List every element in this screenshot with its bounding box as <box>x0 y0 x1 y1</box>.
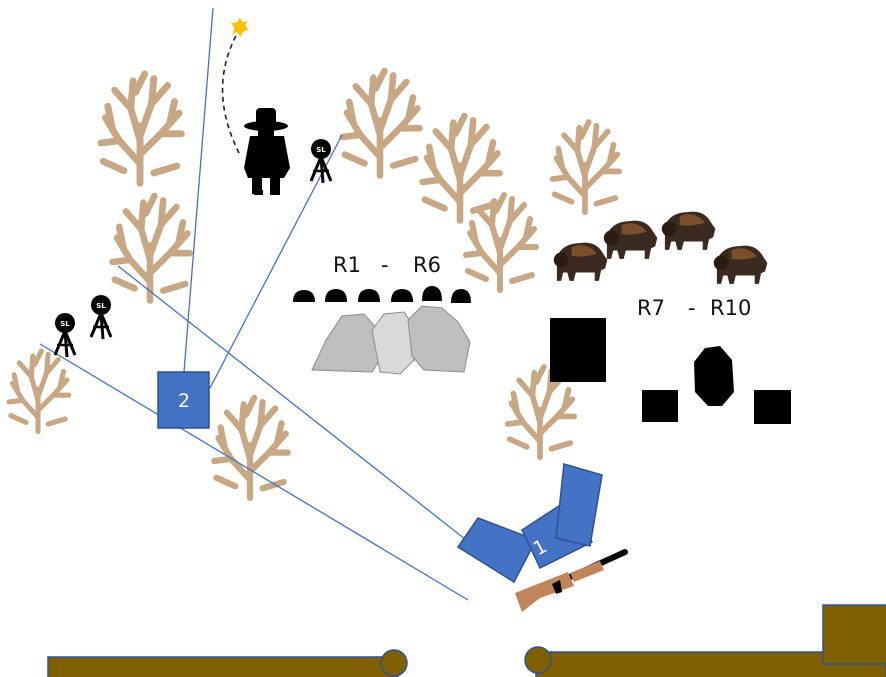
svg-text:SL: SL <box>96 302 106 310</box>
knockdown-target <box>325 289 347 302</box>
unloading-table-left <box>47 656 399 677</box>
shotgun-icon <box>515 549 628 612</box>
position-1-box-right <box>555 463 603 547</box>
knockdown-target <box>293 290 315 302</box>
bison-label-first: R7 <box>637 296 665 320</box>
knockdown-target <box>422 286 442 301</box>
sight-line <box>183 7 214 373</box>
bison-target-icon <box>553 242 608 281</box>
sagebrush-icon <box>466 195 536 290</box>
rock-barricade <box>311 305 471 375</box>
table-hinge <box>524 646 552 674</box>
rifle-label-last: R6 <box>413 253 441 277</box>
position-1-box-left <box>456 517 538 584</box>
sagebrush-icon <box>113 196 190 301</box>
rifle-silhouette-targets <box>550 318 791 424</box>
position-2-box <box>157 371 210 429</box>
steel-plate-target-icon: SL <box>89 293 113 341</box>
bison-targets-label: R7 - R10 <box>637 296 751 320</box>
sight-lines <box>39 7 471 601</box>
knockdown-target <box>451 289 471 303</box>
aerial-flyer-icon <box>231 17 249 37</box>
square-target <box>550 318 606 382</box>
sagebrush-icon <box>214 398 287 498</box>
steel-plate-target-icon: SL <box>309 137 333 185</box>
bison-target-icon <box>713 245 768 284</box>
flyer-trajectory <box>221 27 241 156</box>
position-2-number: 2 <box>178 390 190 412</box>
svg-text:SL: SL <box>60 320 70 328</box>
sagebrush-group <box>9 71 619 498</box>
svg-text:SL: SL <box>316 146 326 154</box>
sagebrush-icon <box>553 122 620 212</box>
steel-targets: SL SL SL <box>53 137 333 359</box>
rifle-label-dash: - <box>381 253 389 277</box>
sight-line <box>39 343 469 601</box>
bison-target-icon <box>661 211 716 250</box>
shooting-position-2: 2 <box>157 371 210 429</box>
knockdown-target <box>391 289 413 302</box>
rock <box>311 313 383 373</box>
sight-line <box>117 265 471 544</box>
sagebrush-icon <box>423 116 500 221</box>
coffin-target <box>694 346 734 406</box>
sagebrush-icon <box>343 71 420 176</box>
aerial-flyer <box>221 17 249 156</box>
square-target <box>754 390 791 424</box>
sagebrush-icon <box>101 74 181 183</box>
gun-cart <box>822 604 886 665</box>
bison-targets <box>553 211 768 284</box>
table-hinge <box>380 649 408 677</box>
sagebrush-icon <box>9 351 69 432</box>
rifle-knockdown-targets <box>293 286 471 303</box>
bison-label-last: R10 <box>710 296 751 320</box>
rifle-label-first: R1 <box>333 253 361 277</box>
sight-line <box>209 134 343 389</box>
rifle-targets-label: R1 - R6 <box>333 253 441 277</box>
knockdown-target <box>358 289 380 302</box>
bison-target-icon <box>603 220 658 259</box>
bison-label-dash: - <box>688 296 696 320</box>
square-target <box>642 390 678 422</box>
cowboy-target-icon <box>244 108 290 195</box>
shooting-position-1: 1 <box>456 463 603 584</box>
loading-tables <box>47 604 886 677</box>
rock <box>407 305 471 373</box>
steel-plate-target-icon: SL <box>53 311 77 359</box>
